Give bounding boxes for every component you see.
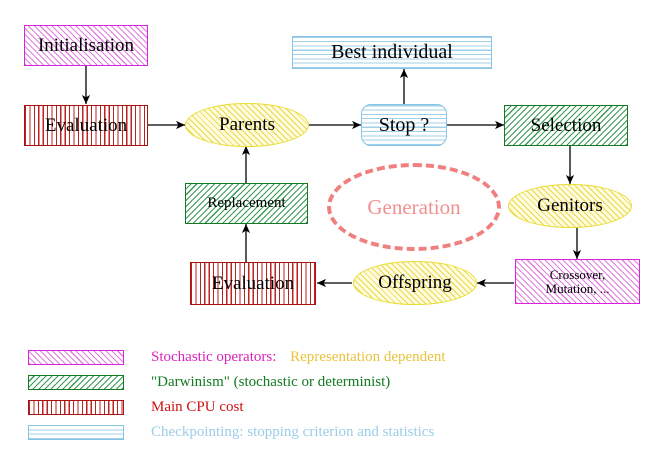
node-evaluation-bottom[interactable]: Evaluation [190, 262, 316, 305]
legend-swatch-blue-icon [28, 425, 124, 440]
node-crossover-mutation-label-line1: Crossover, [549, 266, 606, 282]
node-crossover-mutation[interactable]: Crossover, Mutation, ... [515, 259, 640, 304]
legend-text-main-cpu-cost: Main CPU cost [151, 399, 244, 415]
node-initialisation-label: Initialisation [37, 34, 135, 56]
node-best-individual[interactable]: Best individual [292, 36, 492, 69]
legend-row-checkpointing: Checkpointing: stopping criterion and st… [28, 420, 628, 445]
legend-swatch-green-icon [28, 375, 124, 390]
node-generation: Generation [327, 163, 501, 251]
legend-text-checkpointing: Checkpointing: stopping criterion and st… [151, 424, 435, 440]
node-evaluation-top-label: Evaluation [44, 114, 128, 136]
legend-row-darwinism: "Darwinism" (stochastic or determinist) [28, 370, 628, 395]
legend-swatch-magenta-icon [28, 350, 124, 365]
node-crossover-mutation-label-line2: Mutation, ... [545, 280, 610, 296]
node-parents-label: Parents [219, 114, 275, 136]
legend-label-stochastic-operators: Stochastic operators: Representation dep… [151, 349, 446, 366]
legend: Stochastic operators: Representation dep… [28, 345, 628, 445]
node-stop[interactable]: Stop ? [361, 104, 447, 146]
node-genitors-label: Genitors [537, 195, 603, 217]
legend-row-stochastic-operators: Stochastic operators: Representation dep… [28, 345, 628, 370]
node-replacement-label: Replacement [207, 194, 286, 211]
legend-row-main-cpu-cost: Main CPU cost [28, 395, 628, 420]
node-selection-label: Selection [530, 114, 602, 136]
node-evaluation-bottom-label: Evaluation [211, 272, 295, 294]
legend-text-representation-dependent: Representation dependent [290, 349, 446, 365]
node-evaluation-top[interactable]: Evaluation [24, 105, 148, 146]
legend-text-darwinism: "Darwinism" (stochastic or determinist) [151, 374, 391, 390]
legend-text-stochastic-operators: Stochastic operators: [151, 349, 277, 365]
node-parents[interactable]: Parents [185, 103, 309, 147]
legend-swatch-red-icon [28, 400, 124, 415]
node-offspring-label: Offspring [378, 272, 452, 294]
node-offspring[interactable]: Offspring [353, 261, 477, 305]
node-replacement[interactable]: Replacement [185, 183, 308, 224]
node-initialisation[interactable]: Initialisation [24, 25, 148, 66]
node-genitors[interactable]: Genitors [508, 184, 632, 228]
node-selection[interactable]: Selection [504, 105, 628, 146]
node-stop-label: Stop ? [378, 113, 430, 136]
node-generation-label: Generation [367, 194, 461, 219]
node-best-individual-label: Best individual [331, 41, 453, 64]
